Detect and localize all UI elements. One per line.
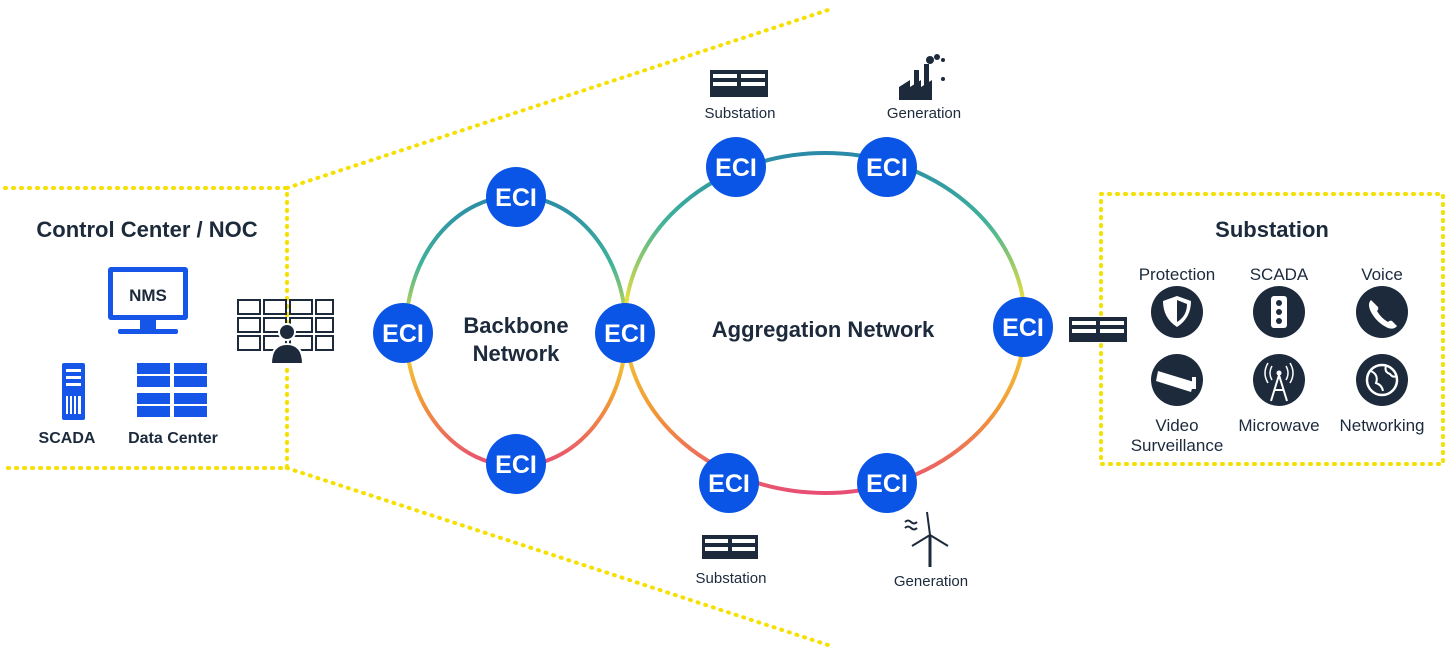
- eci-node-top-generation[interactable]: ECI: [857, 137, 917, 197]
- camera-icon: [1151, 354, 1203, 406]
- service-label-scada: SCADA: [1250, 265, 1309, 284]
- svg-text:ECI: ECI: [866, 470, 908, 498]
- service-label-microwave: Microwave: [1238, 416, 1319, 435]
- aggregation-label: Aggregation Network: [712, 317, 935, 342]
- control-center-title: Control Center / NOC: [36, 217, 257, 242]
- eci-node-bottom-generation[interactable]: ECI: [857, 453, 917, 513]
- service-label-voice: Voice: [1361, 265, 1403, 284]
- service-label-networking: Networking: [1339, 416, 1424, 435]
- wind-turbine-icon: [904, 511, 949, 567]
- scada-server-icon: [62, 363, 85, 420]
- substation-link-icon: [1069, 317, 1127, 342]
- globe-icon: [1356, 354, 1408, 406]
- eci-node-right[interactable]: ECI: [993, 297, 1053, 357]
- service-label-video-line2: Surveillance: [1131, 436, 1224, 455]
- svg-text:ECI: ECI: [1002, 314, 1044, 342]
- eci-node-bottom-substation[interactable]: ECI: [699, 453, 759, 513]
- scada-label: SCADA: [39, 430, 96, 447]
- eci-node-top-substation[interactable]: ECI: [706, 137, 766, 197]
- top-substation-label: Substation: [705, 105, 776, 122]
- svg-text:ECI: ECI: [715, 154, 757, 182]
- data-center-icon: [137, 363, 207, 417]
- operator-video-wall-icon: [237, 299, 334, 365]
- eci-node-junction[interactable]: ECI: [595, 303, 655, 363]
- backbone-label-line2: Network: [473, 341, 561, 366]
- shield-icon: [1151, 286, 1203, 338]
- phone-icon: [1356, 286, 1408, 338]
- svg-text:ECI: ECI: [708, 470, 750, 498]
- eci-node-backbone-left[interactable]: ECI: [373, 303, 433, 363]
- bottom-substation-label: Substation: [696, 570, 767, 587]
- traffic-light-icon: [1253, 286, 1305, 338]
- top-substation-icon: [710, 70, 768, 97]
- svg-text:ECI: ECI: [866, 154, 908, 182]
- bottom-generation-label: Generation: [894, 573, 968, 590]
- bottom-substation-icon: [702, 535, 758, 559]
- svg-text:ECI: ECI: [382, 320, 424, 348]
- substation-panel-title: Substation: [1215, 217, 1329, 242]
- service-label-protection: Protection: [1139, 265, 1216, 284]
- svg-text:ECI: ECI: [495, 184, 537, 212]
- antenna-icon: [1253, 354, 1305, 406]
- nms-monitor-icon: NMS: [108, 267, 188, 334]
- nms-label: NMS: [129, 286, 167, 305]
- backbone-label-line1: Backbone: [463, 313, 568, 338]
- eci-node-backbone-top[interactable]: ECI: [486, 167, 546, 227]
- zoom-lines: [285, 8, 830, 647]
- eci-node-backbone-bottom[interactable]: ECI: [486, 434, 546, 494]
- eci-nodes: ECI ECI ECI ECI ECI ECI ECI ECI ECI: [373, 137, 1053, 513]
- service-label-video-line1: Video: [1155, 416, 1198, 435]
- svg-text:ECI: ECI: [495, 451, 537, 479]
- data-center-label: Data Center: [128, 430, 218, 447]
- svg-text:ECI: ECI: [604, 320, 646, 348]
- factory-icon: [899, 54, 945, 100]
- top-generation-label: Generation: [887, 105, 961, 122]
